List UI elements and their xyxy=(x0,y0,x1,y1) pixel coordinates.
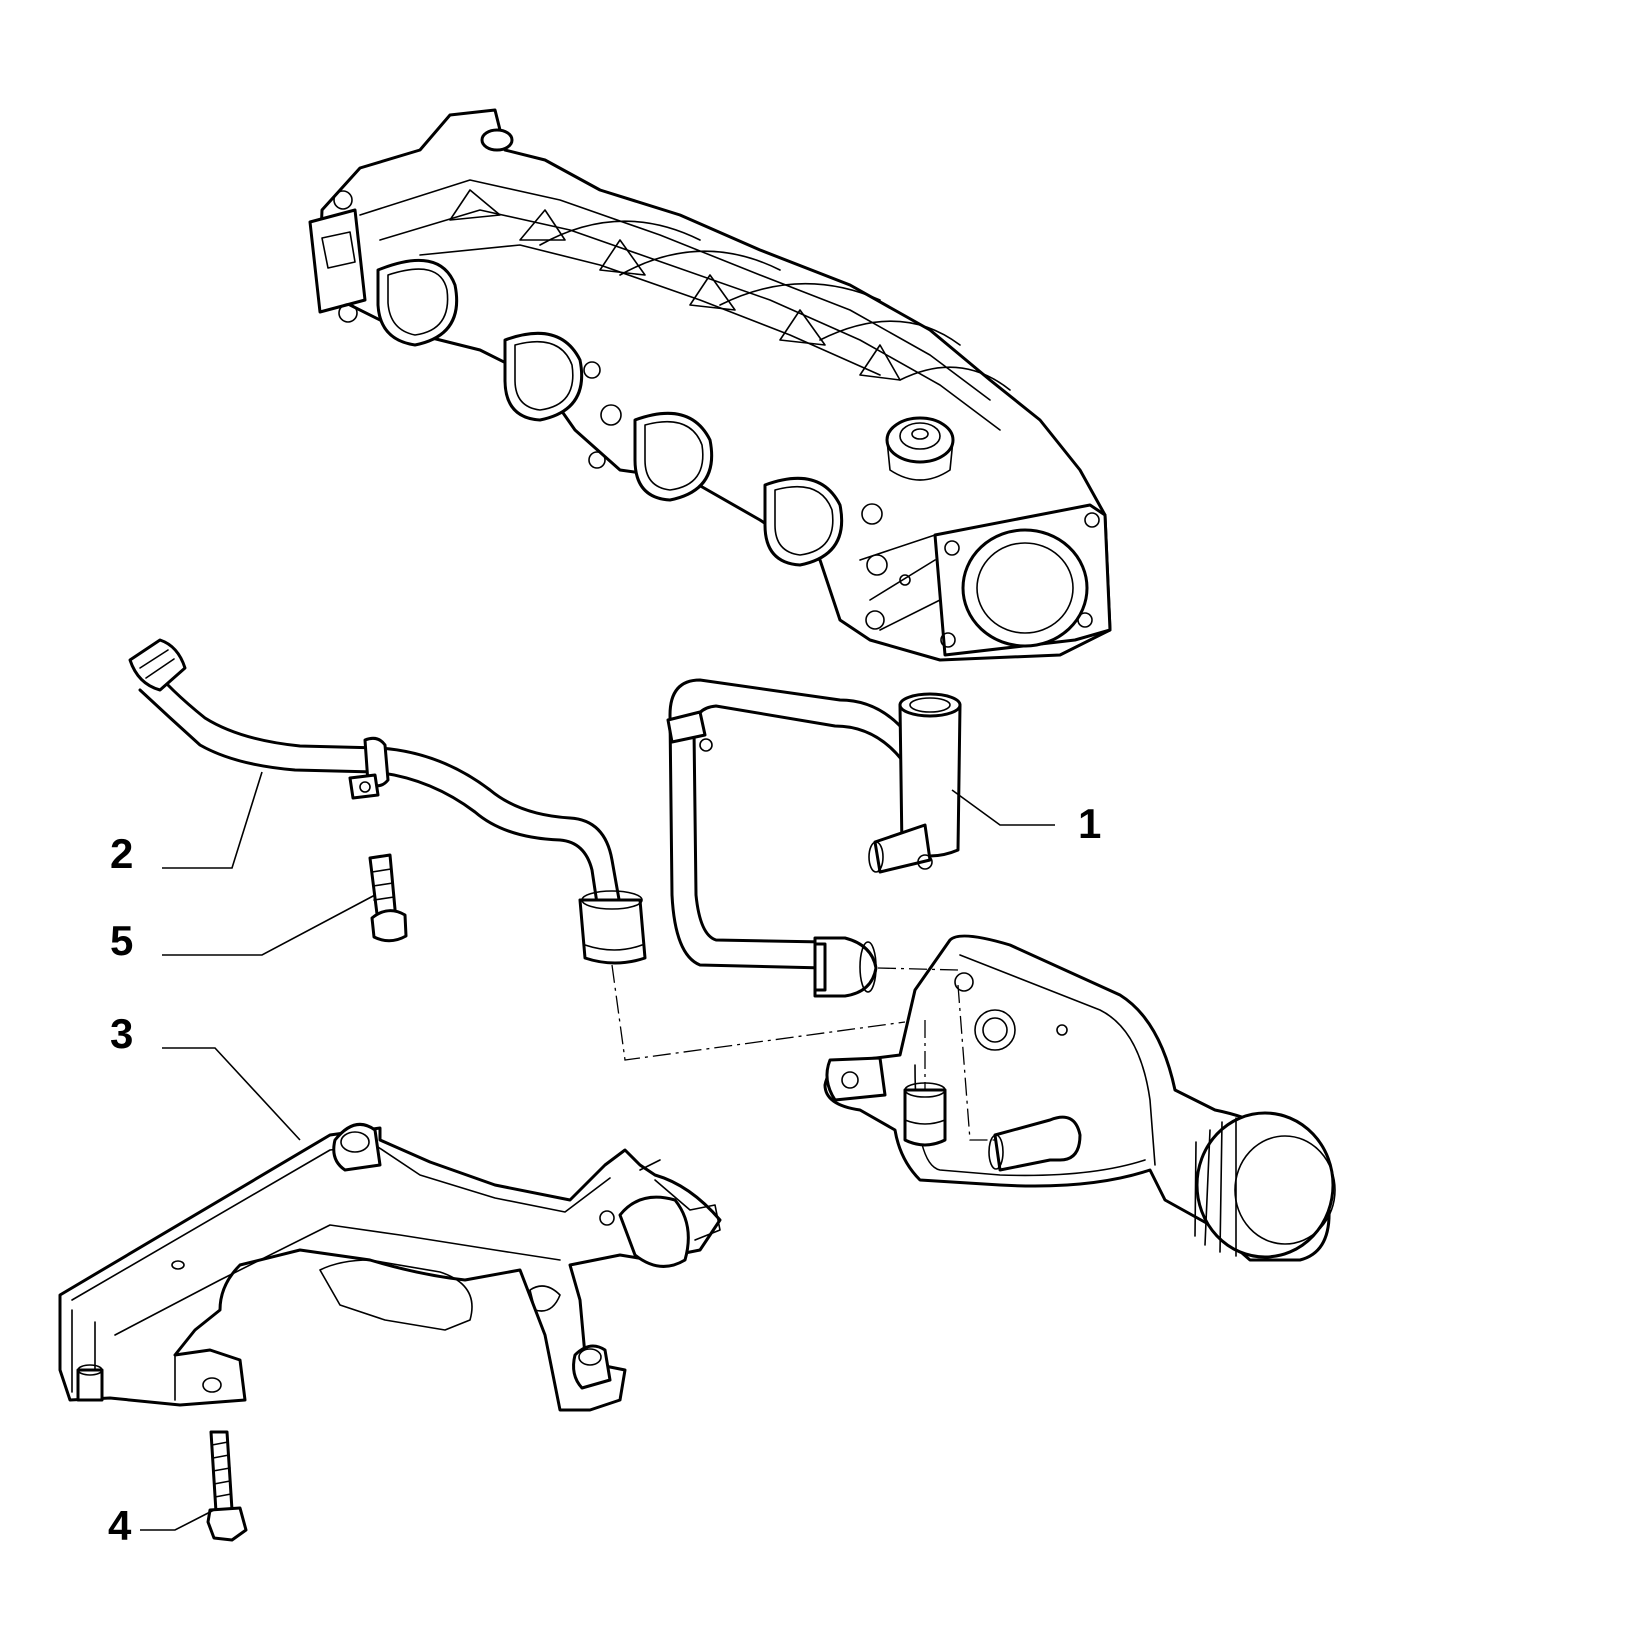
bolt-4 xyxy=(206,1430,248,1542)
callout-3: 3 xyxy=(110,1010,133,1057)
leader-lines xyxy=(140,771,1055,1531)
callout-4: 4 xyxy=(108,1502,132,1549)
callout-1: 1 xyxy=(1078,800,1101,847)
leader-5 xyxy=(162,894,376,956)
leader-2 xyxy=(162,771,263,869)
intake-manifold xyxy=(308,108,1112,662)
leader-3 xyxy=(162,1047,301,1141)
callout-5: 5 xyxy=(110,917,133,964)
bracket-3 xyxy=(58,1122,722,1412)
filter-housing xyxy=(823,934,1336,1262)
leader-1 xyxy=(951,789,1055,826)
breather-hose-2 xyxy=(128,638,647,965)
callout-2: 2 xyxy=(110,830,133,877)
breather-pipe-1 xyxy=(666,678,962,998)
screw-5 xyxy=(368,853,408,943)
leader-4 xyxy=(140,1509,215,1531)
alignment-lines xyxy=(611,964,1000,1141)
